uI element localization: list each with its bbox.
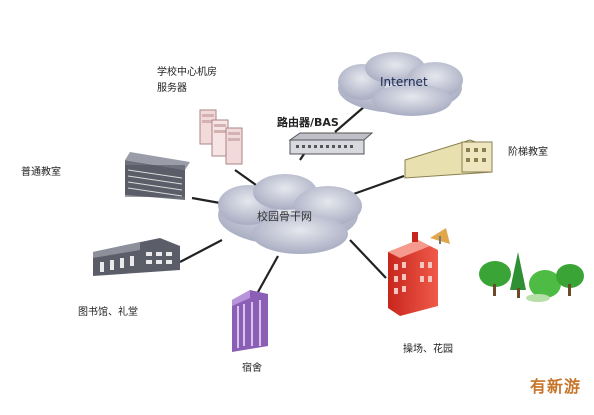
link-dorm-backbone bbox=[257, 255, 279, 293]
step-classroom-label: 阶梯教室 bbox=[508, 147, 548, 158]
dorm-label: 宿舍 bbox=[242, 363, 262, 374]
link-router-internet bbox=[334, 105, 366, 133]
normal-classroom-label: 普通教室 bbox=[21, 167, 61, 178]
link-library-backbone bbox=[179, 239, 223, 263]
backbone-cloud bbox=[218, 174, 362, 254]
internet-cloud bbox=[338, 52, 463, 116]
backbone-label: 校园骨干网 bbox=[257, 210, 312, 223]
link-classroom-backbone bbox=[191, 196, 221, 205]
link-server-backbone bbox=[234, 169, 257, 186]
library-label: 图书馆、礼堂 bbox=[78, 307, 138, 318]
server-label-line1: 学校中心机房 bbox=[157, 67, 217, 78]
classroom-building-icon bbox=[125, 152, 190, 200]
router-icon bbox=[288, 132, 374, 155]
link-playground-backbone bbox=[349, 239, 387, 279]
connection-lines bbox=[179, 105, 405, 293]
step-classroom-building-icon bbox=[404, 139, 493, 179]
link-step-classroom-backbone bbox=[347, 174, 405, 198]
trees-icon bbox=[479, 252, 584, 302]
antenna-icon bbox=[430, 228, 450, 244]
router-label: 路由器/BAS bbox=[277, 116, 339, 129]
watermark: 有新游 bbox=[530, 377, 582, 396]
internet-label: Internet bbox=[380, 75, 428, 89]
server-rack-icon bbox=[199, 109, 243, 165]
dormitory-building-icon bbox=[232, 290, 268, 352]
server-label-line2: 服务器 bbox=[157, 83, 187, 94]
playground-label: 操场、花园 bbox=[403, 344, 453, 355]
playground-tower-icon bbox=[388, 232, 438, 316]
library-building-icon bbox=[93, 238, 180, 276]
